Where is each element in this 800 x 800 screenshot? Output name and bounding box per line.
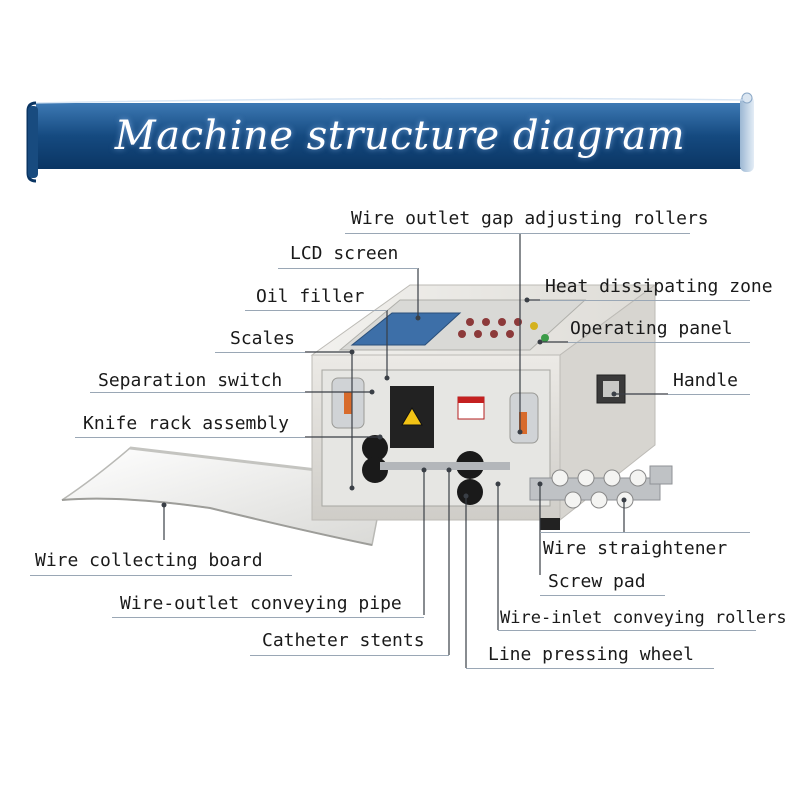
label-catheter-stents: Catheter stents <box>262 630 425 651</box>
rule-line-pressing-wheel <box>466 668 714 669</box>
rule-separation-switch <box>90 392 305 393</box>
rule-operating-panel <box>568 342 750 343</box>
rule-screw-pad <box>540 595 665 596</box>
leader-lines <box>163 234 668 668</box>
label-wire-outlet-gap: Wire outlet gap adjusting rollers <box>351 208 709 229</box>
label-wire-collecting-board: Wire collecting board <box>35 550 263 571</box>
label-scales: Scales <box>230 328 296 349</box>
rule-wire-outlet-pipe <box>112 617 424 618</box>
label-line-pressing-wheel: Line pressing wheel <box>488 644 694 665</box>
diagram-title: Machine structure diagram <box>114 113 686 159</box>
rule-knife-rack <box>75 437 305 438</box>
rule-scales <box>215 352 305 353</box>
label-wire-straightener: Wire straightener <box>543 538 728 559</box>
rule-oil-filler <box>245 310 387 311</box>
rule-handle <box>668 394 750 395</box>
label-knife-rack: Knife rack assembly <box>83 413 289 434</box>
label-oil-filler: Oil filler <box>256 286 365 307</box>
rule-wire-outlet-gap <box>345 233 690 234</box>
label-lcd-screen: LCD screen <box>290 243 399 264</box>
rule-catheter-stents <box>250 655 449 656</box>
rule-wire-collecting-board <box>30 575 292 576</box>
rule-wire-inlet-rollers <box>498 630 756 631</box>
label-handle: Handle <box>673 370 739 391</box>
rule-heat-zone <box>540 300 750 301</box>
label-screw-pad: Screw pad <box>548 571 646 592</box>
label-wire-outlet-pipe: Wire-outlet conveying pipe <box>120 593 402 614</box>
wire-collecting-board-shape <box>61 446 386 546</box>
label-heat-zone: Heat dissipating zone <box>545 276 773 297</box>
title-banner <box>26 92 754 183</box>
leader-dots <box>161 297 627 508</box>
label-wire-inlet-rollers: Wire-inlet conveying rollers <box>500 608 787 628</box>
rule-wire-straightener <box>540 532 750 533</box>
rule-lcd-screen <box>278 268 418 269</box>
label-separation-switch: Separation switch <box>98 370 283 391</box>
label-operating-panel: Operating panel <box>570 318 733 339</box>
